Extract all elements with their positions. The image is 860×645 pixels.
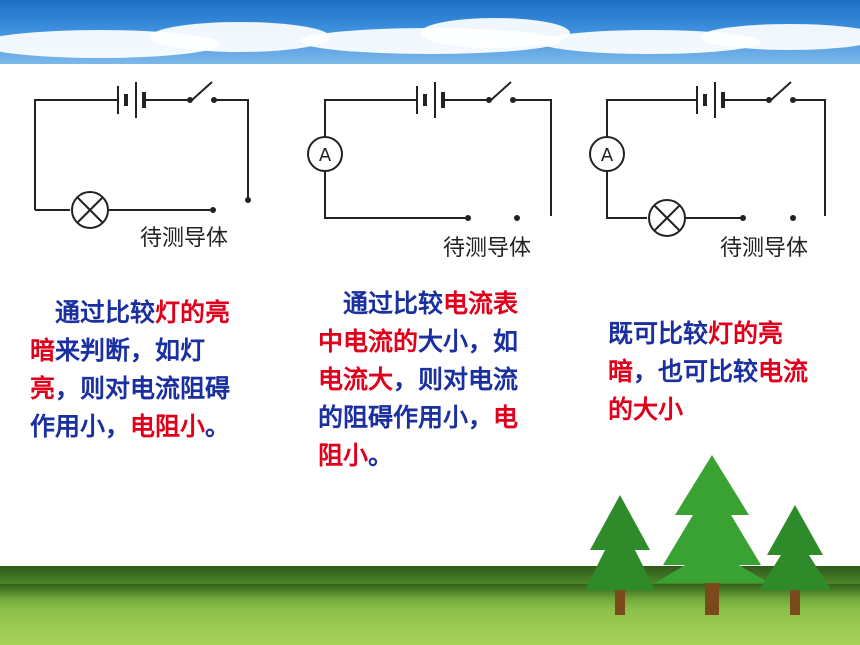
description-both: 既可比较灯的亮暗，也可比较电流的大小 [608, 315, 818, 429]
body-text: 大小，如 [418, 327, 519, 356]
body-text: ，也可比较 [633, 357, 759, 386]
body-text: 来判断，如灯 [55, 336, 206, 365]
highlight-text: 亮 [30, 374, 56, 403]
description-lamp: 通过比较灯的亮暗来判断，如灯亮，则对电流阻碍作用小，电阻小。 [30, 294, 255, 446]
description-ammeter: 通过比较电流表中电流的大小，如电流大，则对电流的阻碍作用小，电阻小。 [318, 285, 526, 475]
component-label: 待测导体 [140, 226, 229, 251]
body-text: 。 [205, 412, 231, 441]
body-text: 。 [368, 441, 394, 470]
cloud [150, 22, 330, 52]
tree-icon [655, 455, 769, 615]
highlight-text: 电阻小 [130, 412, 206, 441]
sky-banner [0, 0, 860, 64]
highlight-text: 电阻小 [318, 403, 519, 470]
body-text: ，则对电流阻碍作用小， [30, 374, 231, 441]
highlight-text: 灯的亮暗 [608, 319, 784, 386]
tree-icon [585, 495, 655, 615]
body-text: 通过比较 [30, 298, 156, 327]
body-text: 既可比较 [608, 319, 709, 348]
circuit-diagram-1: 待测导体 [30, 70, 270, 260]
body-text: 通过比较 [318, 289, 444, 318]
highlight-text: 电流的大小 [608, 357, 809, 424]
cloud [700, 24, 860, 50]
highlight-text: 灯的亮暗 [30, 298, 231, 365]
component-label: 待测导体 [443, 236, 532, 261]
highlight-text: 电流表中电流的 [318, 289, 519, 356]
tree-decoration [585, 455, 845, 629]
body-text: ，则对电流的阻碍作用小， [318, 365, 519, 432]
tree-icon [759, 505, 831, 615]
circuit-diagram-3: A 待测导体 [585, 78, 845, 268]
ammeter-symbol: A [601, 145, 614, 166]
circuit-diagram-2: A 待测导体 [305, 78, 565, 268]
highlight-text: 电流大 [318, 365, 394, 394]
component-label: 待测导体 [720, 236, 809, 261]
ammeter-symbol: A [319, 145, 332, 166]
